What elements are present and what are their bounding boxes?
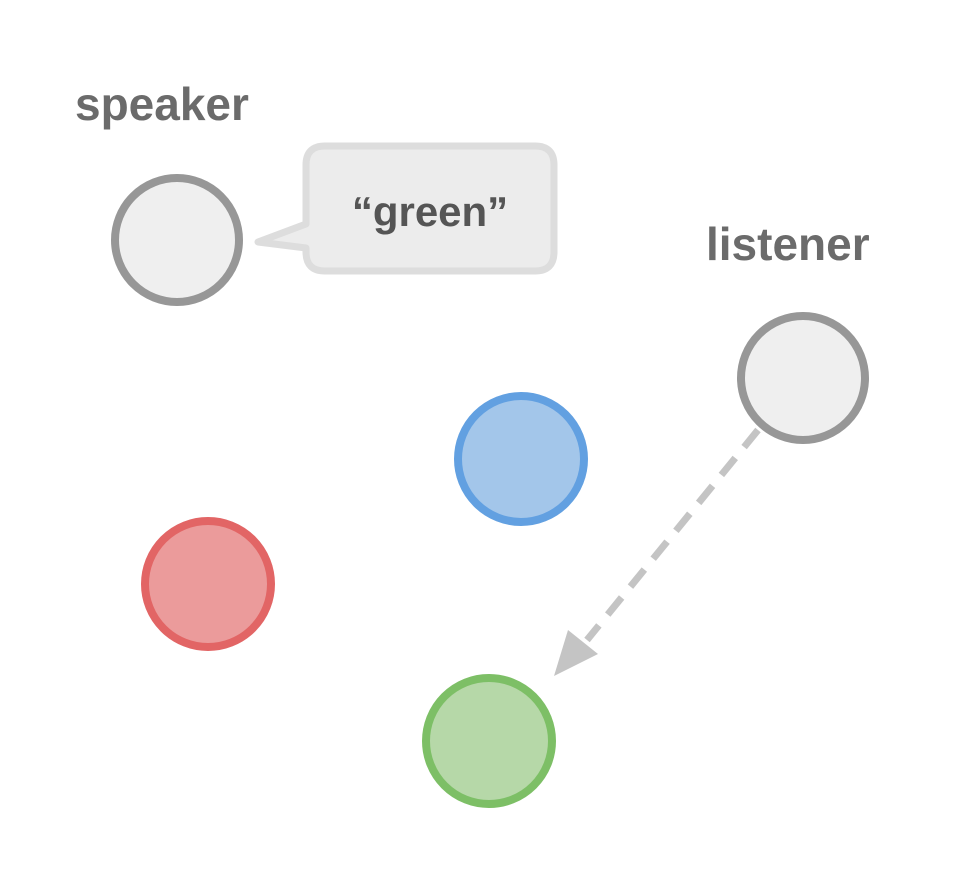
green-target <box>422 674 556 808</box>
speech-bubble-shape <box>254 142 558 275</box>
listener-label: listener <box>706 218 870 270</box>
speaker-agent <box>111 174 243 306</box>
speech-bubble: “green” <box>254 142 558 275</box>
pointing-arrow-line <box>584 427 761 643</box>
pointing-arrow <box>554 427 761 676</box>
blue-target <box>454 392 588 526</box>
speaker-label: speaker <box>75 78 249 130</box>
pointing-arrow-head <box>554 630 598 676</box>
listener-agent <box>737 312 869 444</box>
red-target <box>141 517 275 651</box>
utterance-text: “green” <box>352 188 508 235</box>
